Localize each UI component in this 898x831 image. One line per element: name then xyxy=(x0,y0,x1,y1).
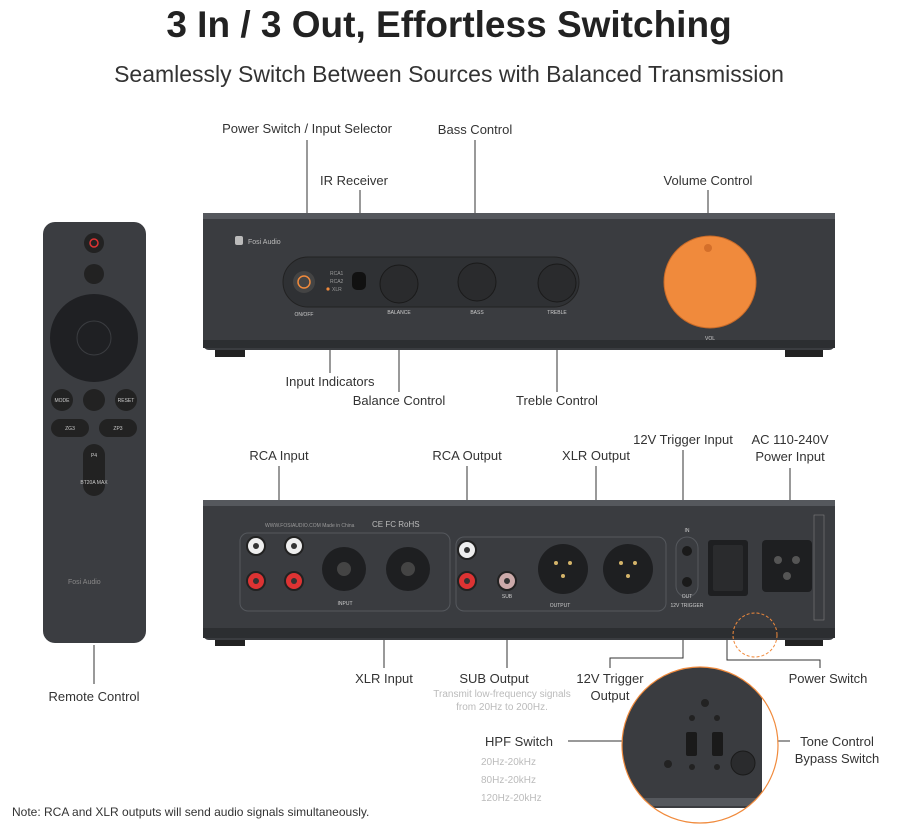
svg-text:RESET: RESET xyxy=(118,398,135,404)
remote-illustration: MODE RESET ZG3 ZP3 P4 BT20A MAX Fosi Aud… xyxy=(43,222,146,643)
tone-line1: Tone Control xyxy=(800,734,874,749)
page-subtitle: Seamlessly Switch Between Sources with B… xyxy=(114,61,784,87)
tone-line2: Bypass Switch xyxy=(794,751,880,766)
svg-text:SUB: SUB xyxy=(502,594,513,600)
hpf-option: 120Hz-20kHz xyxy=(481,793,542,804)
trigger-out-line1: 12V Trigger xyxy=(576,671,644,686)
svg-text:INPUT: INPUT xyxy=(338,601,353,607)
svg-text:ZP3: ZP3 xyxy=(113,426,122,432)
svg-text:ZG3: ZG3 xyxy=(65,426,75,432)
svg-text:RCA1: RCA1 xyxy=(330,271,344,277)
svg-text:12V TRIGGER: 12V TRIGGER xyxy=(671,603,704,609)
svg-text:ON/OFF: ON/OFF xyxy=(295,312,314,318)
svg-text:BT20A MAX: BT20A MAX xyxy=(80,480,108,486)
hpf-options: 20Hz-20kHz 80Hz-20kHz 120Hz-20kHz xyxy=(481,754,542,808)
rear-panel: WWW.FOSIAUDIO.COM Made in China CE FC Ro… xyxy=(203,500,835,658)
label-xlr-output: XLR Output xyxy=(562,448,630,463)
svg-text:TREBLE: TREBLE xyxy=(547,310,567,316)
sub-desc-line2: from 20Hz to 200Hz. xyxy=(456,702,548,713)
label-power-switch: Power Switch xyxy=(788,671,868,686)
svg-text:RCA2: RCA2 xyxy=(330,279,344,285)
label-rca-input: RCA Input xyxy=(249,448,309,463)
svg-text:OUTPUT: OUTPUT xyxy=(550,603,571,609)
label-sub-output: SUB Output xyxy=(459,671,529,686)
svg-text:WWW.FOSIAUDIO.COM Made in Chi: WWW.FOSIAUDIO.COM Made in China xyxy=(265,523,355,529)
label-ac-line1: AC 110-240V xyxy=(751,432,829,447)
svg-text:CE FC RoHS: CE FC RoHS xyxy=(372,520,420,529)
label-remote-control: Remote Control xyxy=(48,689,140,704)
label-ir-receiver: IR Receiver xyxy=(320,173,388,188)
label-treble-control: Treble Control xyxy=(516,393,598,408)
sub-desc-line1: Transmit low-frequency signals xyxy=(433,689,571,700)
svg-text:Fosi Audio: Fosi Audio xyxy=(68,579,101,586)
svg-text:XLR: XLR xyxy=(332,287,342,293)
svg-text:BASS: BASS xyxy=(470,310,484,316)
svg-text:IN: IN xyxy=(685,528,690,534)
sub-output-description: Transmit low-frequency signals from 20Hz… xyxy=(432,688,572,714)
label-power-switch-input-selector: Power Switch / Input Selector xyxy=(222,121,392,136)
label-ac-line2: Power Input xyxy=(755,449,825,464)
label-ac-power-input: AC 110-240V Power Input xyxy=(751,431,828,465)
label-volume-control: Volume Control xyxy=(663,173,753,188)
svg-text:Fosi Audio: Fosi Audio xyxy=(248,239,281,246)
hpf-option: 20Hz-20kHz xyxy=(481,757,537,768)
label-hpf-switch: HPF Switch xyxy=(485,734,553,749)
label-balance-control: Balance Control xyxy=(352,393,446,408)
label-12v-trigger-output: 12V Trigger Output xyxy=(576,670,643,704)
trigger-out-line2: Output xyxy=(590,688,630,703)
footnote: Note: RCA and XLR outputs will send audi… xyxy=(12,805,370,819)
label-rca-output: RCA Output xyxy=(432,448,502,463)
svg-text:VOL: VOL xyxy=(705,336,715,342)
svg-text:P4: P4 xyxy=(91,453,97,459)
label-tone-control-bypass: Tone Control Bypass Switch xyxy=(795,733,880,767)
svg-text:MODE: MODE xyxy=(55,398,71,404)
hpf-option: 80Hz-20kHz xyxy=(481,775,537,786)
page-title: 3 In / 3 Out, Effortless Switching xyxy=(166,4,732,45)
label-input-indicators: Input Indicators xyxy=(285,374,375,389)
label-xlr-input: XLR Input xyxy=(355,671,413,686)
svg-text:BALANCE: BALANCE xyxy=(387,310,411,316)
zoom-detail xyxy=(621,666,779,824)
svg-text:OUT: OUT xyxy=(682,594,693,600)
label-bass-control: Bass Control xyxy=(437,122,513,137)
label-12v-trigger-input: 12V Trigger Input xyxy=(633,432,733,447)
